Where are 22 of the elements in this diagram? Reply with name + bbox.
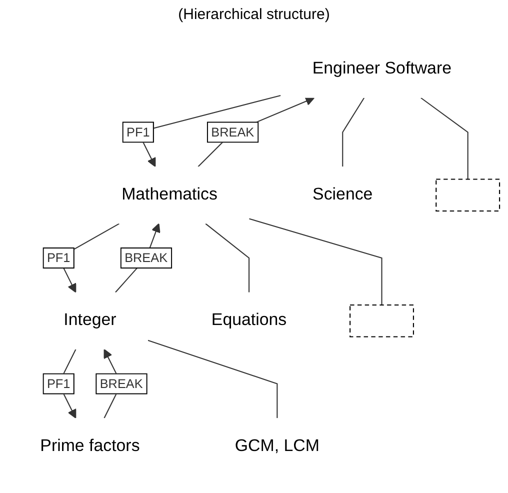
connector: [342, 98, 365, 167]
edge-label: BREAK: [100, 376, 143, 392]
node-line: [350, 304, 414, 338]
edge-label: PF1: [46, 376, 70, 392]
node-text: Mathematics: [122, 186, 218, 204]
edge-label: PF1: [46, 250, 70, 266]
node-line: [436, 178, 500, 212]
node-text: GCM, LCM: [234, 437, 320, 456]
node-text: Prime factors: [40, 437, 140, 456]
arrow: [198, 96, 315, 167]
diagram-title: (Hierarchical structure): [178, 6, 330, 23]
connector: [148, 340, 278, 418]
connector: [249, 218, 382, 306]
edge-label: BREAK: [124, 250, 168, 266]
node-text: Integer: [64, 311, 116, 330]
connector: [205, 223, 250, 292]
edge-label: PF1: [126, 124, 150, 140]
edge-label: BREAK: [211, 124, 254, 140]
node-text: Equations: [211, 311, 287, 330]
node-text: Engineer Software: [312, 60, 452, 78]
node-text: Science: [312, 186, 373, 204]
connector: [420, 97, 468, 180]
